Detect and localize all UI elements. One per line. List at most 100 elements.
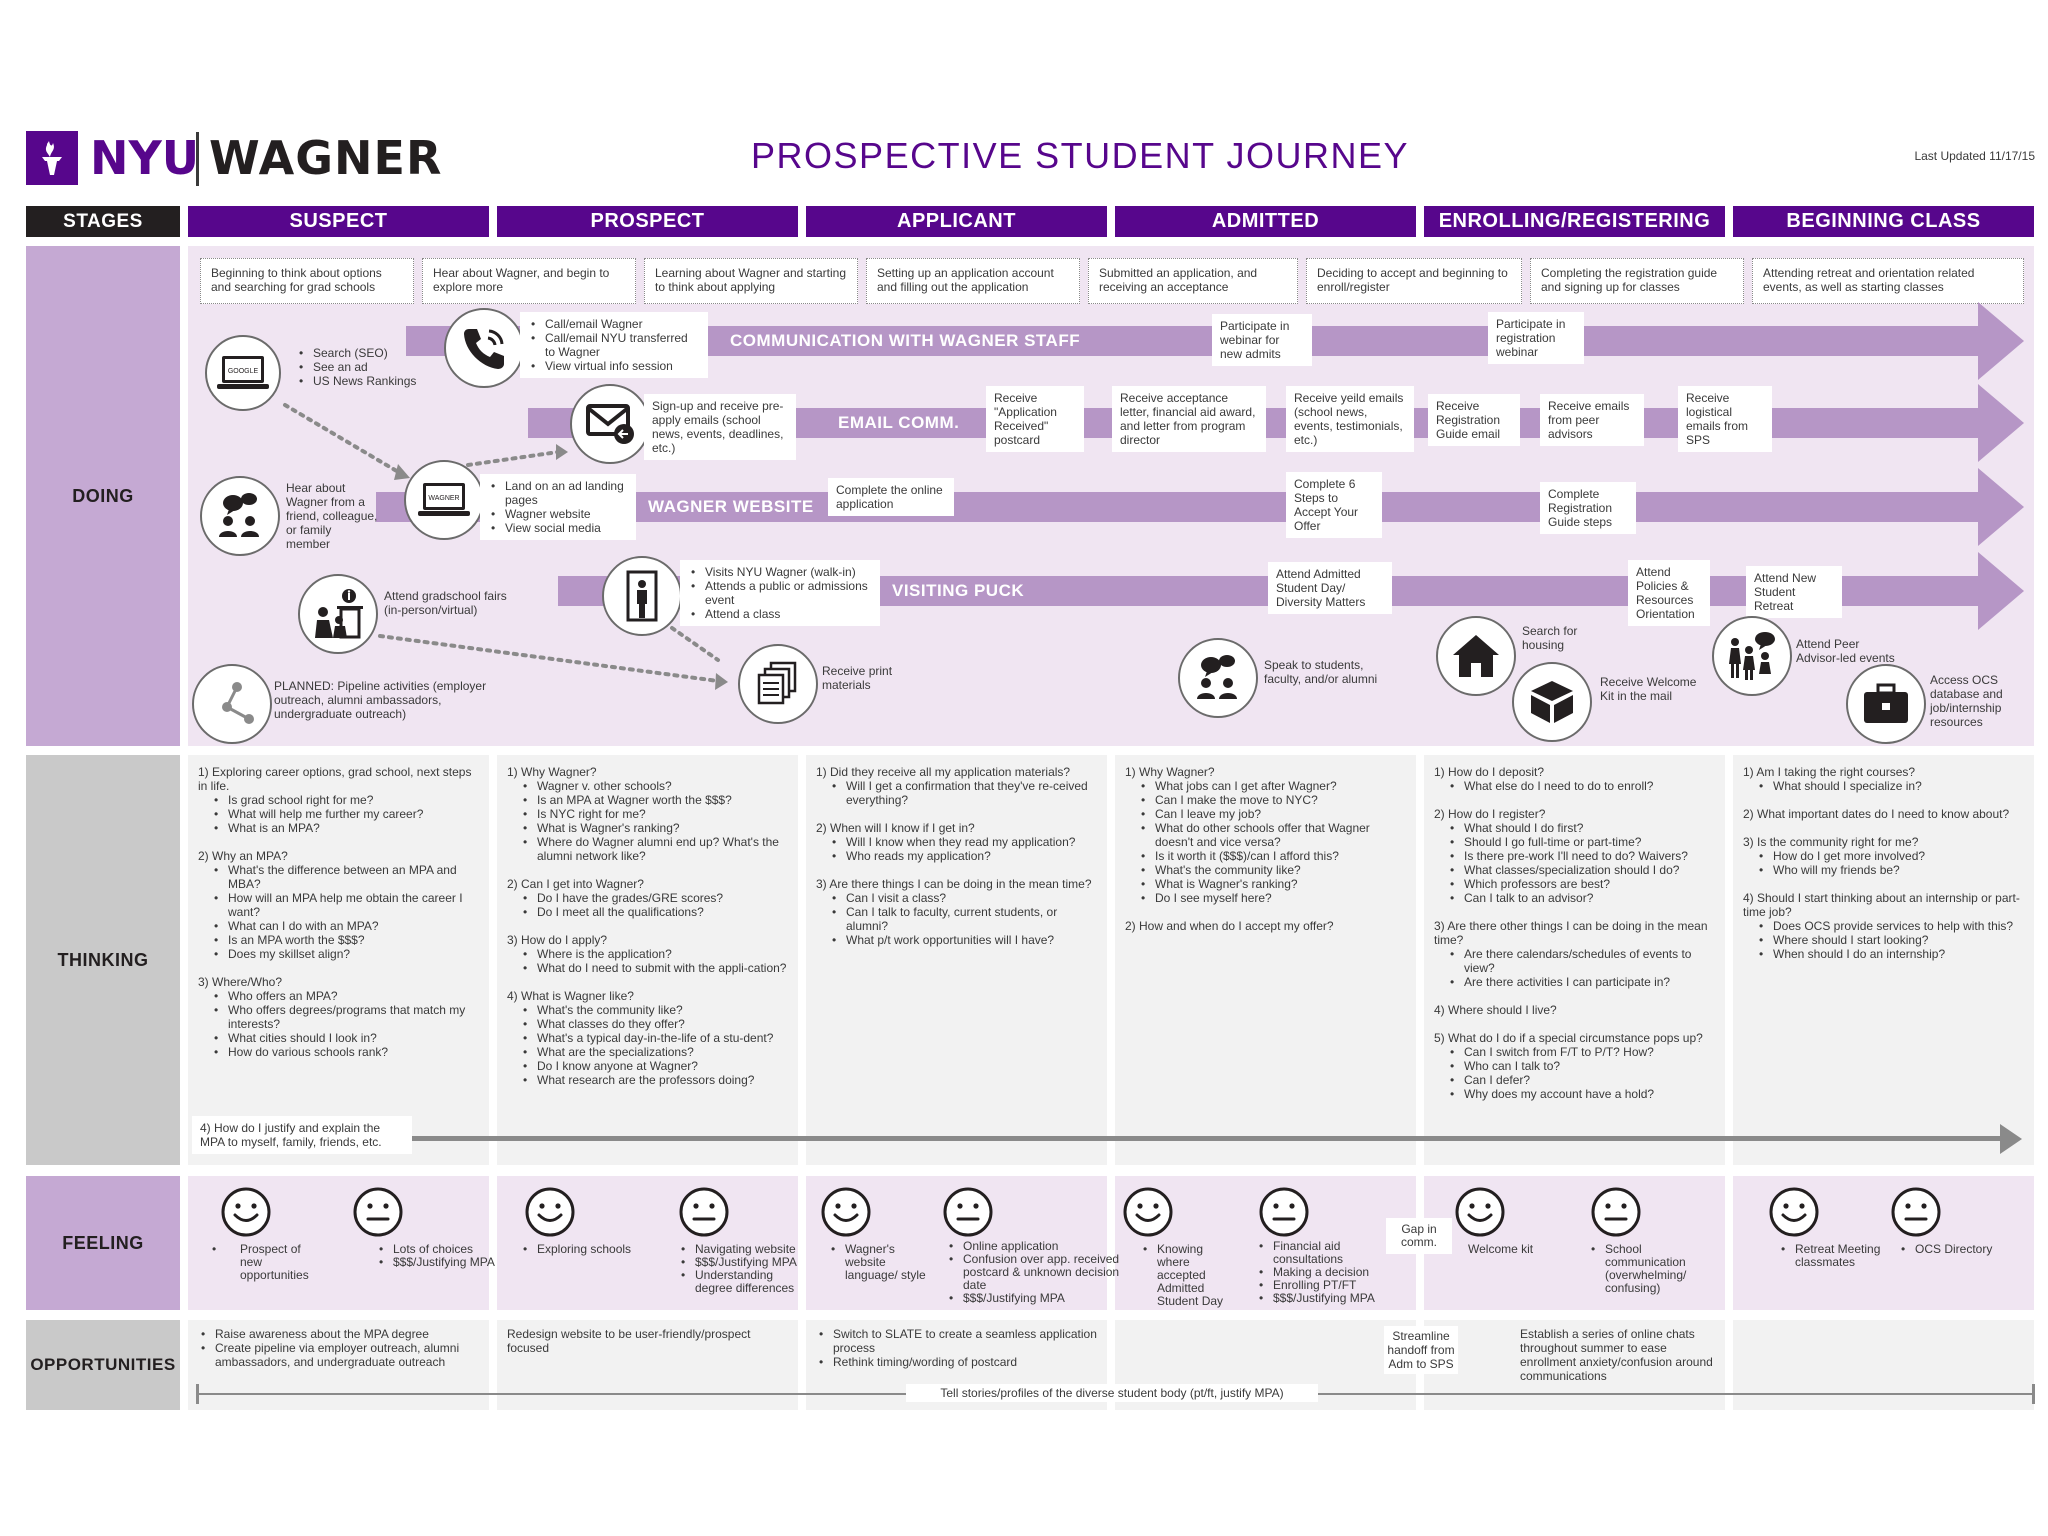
thinking-item: Is it worth it ($$$)/can I afford this? <box>1141 849 1406 863</box>
thinking-item: Who can I talk to? <box>1450 1059 1715 1073</box>
thinking-list: What else do I need to do to enroll? <box>1434 779 1715 793</box>
happy-face-icon <box>1123 1187 1173 1237</box>
thinking-item: What cities should I look in? <box>214 1031 479 1045</box>
row-label-doing: DOING <box>26 246 180 746</box>
row-label-opportunities: OPPORTUNITIES <box>26 1320 180 1410</box>
thinking-question: 2) Can I get into Wagner? <box>507 877 644 891</box>
lane-label-email: EMAIL COMM. <box>838 413 960 432</box>
thinking-question: 1) How do I deposit? <box>1434 765 1545 779</box>
thinking-item: What are the specializations? <box>523 1045 788 1059</box>
policies-card: Attend Policies & Resources Orientation <box>1628 560 1710 626</box>
people-talking-icon <box>200 476 280 556</box>
thinking-question: 3) Are there other things I can be doing… <box>1434 919 1708 947</box>
thinking-item: Who will my friends be? <box>1759 863 2024 877</box>
email-icon <box>570 384 650 464</box>
yield-card: Receive yeild emails (school news, event… <box>1286 386 1414 452</box>
lane-website <box>376 492 1984 522</box>
thinking-list: Are there calendars/schedules of events … <box>1434 947 1715 989</box>
thinking-item: Do I meet all the qualifications? <box>523 905 788 919</box>
thinking-question: 4) What is Wagner like? <box>507 989 634 1003</box>
thinking-item: Who offers an MPA? <box>214 989 479 1003</box>
thinking-item: Is NYC right for me? <box>523 807 788 821</box>
lane-label-visiting: VISITING PUCK <box>892 581 1025 600</box>
neutral-face-icon <box>1591 1187 1641 1237</box>
thinking-beginning: 1) Am I taking the right courses?What sh… <box>1733 755 2034 1165</box>
thinking-item: Where is the application? <box>523 947 788 961</box>
thinking-question: 1) Exploring career options, grad school… <box>198 765 472 793</box>
happy-face-icon <box>221 1187 271 1237</box>
thinking-suspect: 1) Exploring career options, grad school… <box>188 755 489 1165</box>
feeling-list: Online applicationConfusion over app. re… <box>946 1240 1121 1306</box>
svg-text:GOOGLE: GOOGLE <box>228 368 259 375</box>
stage-description: Learning about Wagner and starting to th… <box>644 258 858 304</box>
thinking-item: What will help me further my career? <box>214 807 479 821</box>
logo-wagner-text: WAGNER <box>209 131 443 185</box>
speak-students-text: Speak to students, faculty, and/or alumn… <box>1264 658 1378 686</box>
opportunity-suspect: Raise awareness about the MPA degreeCrea… <box>188 1320 489 1410</box>
access-ocs-text: Access OCS database and job/internship r… <box>1930 673 2003 729</box>
neutral-face-icon <box>943 1187 993 1237</box>
thinking-enrolling: 1) How do I deposit?What else do I need … <box>1424 755 1725 1165</box>
phone-icon <box>444 308 524 388</box>
door-person-icon <box>602 556 682 636</box>
peer-advisor-text: Attend Peer Advisor-led events <box>1796 637 1895 665</box>
info-booth-icon <box>298 574 378 654</box>
retreat-card: Attend New Student Retreat <box>1746 566 1842 618</box>
thinking-item: Are there calendars/schedules of events … <box>1450 947 1715 975</box>
thinking-question: 2) When will I know if I get in? <box>816 821 975 835</box>
thinking-item: What's a typical day-in-the-life of a st… <box>523 1031 788 1045</box>
stage-beginning: BEGINNING CLASS <box>1733 206 2034 237</box>
thinking-item: What is an MPA? <box>214 821 479 835</box>
thinking-item: When should I do an internship? <box>1759 947 2024 961</box>
line-end-cap <box>196 1384 199 1404</box>
lane-label-communication: COMMUNICATION WITH WAGNER STAFF <box>730 331 1081 350</box>
admitted-day-card: Attend Admitted Student Day/ Diversity M… <box>1268 562 1392 614</box>
arrow-head-icon <box>2000 1124 2022 1154</box>
feeling-list: Knowing where accepted Admitted Student … <box>1140 1243 1237 1308</box>
thinking-list: What jobs can I get after Wagner?Can I m… <box>1125 779 1406 905</box>
thinking-item: How will an MPA help me obtain the caree… <box>214 891 479 919</box>
logistical-emails-card: Receive logistical emails from SPS <box>1678 386 1772 452</box>
thinking-item: Will I get a confirmation that they've r… <box>832 779 1097 807</box>
call-card: Call/email WagnerCall/email NYU transfer… <box>520 312 708 378</box>
torch-icon <box>42 141 62 175</box>
stage-description: Attending retreat and orientation relate… <box>1752 258 2024 304</box>
signup-email-card: Sign-up and receive pre-apply emails (sc… <box>644 394 796 460</box>
documents-icon <box>738 644 818 724</box>
thinking-prospect: 1) Why Wagner?Wagner v. other schools?Is… <box>497 755 798 1165</box>
thinking-question: 3) Are there things I can be doing in th… <box>816 877 1092 891</box>
thinking-item: Can I visit a class? <box>832 891 1097 905</box>
planned-text: PLANNED: Pipeline activities (employer o… <box>274 679 487 721</box>
happy-face-icon <box>1769 1187 1819 1237</box>
postcard-card: Receive "Application Received" postcard <box>986 386 1084 452</box>
nyu-torch-logo <box>26 131 78 185</box>
thinking-list: Where is the application?What do I need … <box>507 947 788 975</box>
thinking-list: Can I switch from F/T to P/T? How?Who ca… <box>1434 1045 1715 1101</box>
line-end-cap <box>2032 1384 2035 1404</box>
thinking-item: Is grad school right for me? <box>214 793 479 807</box>
thinking-item: What research are the professors doing? <box>523 1073 788 1087</box>
thinking-item: Who offers degrees/programs that match m… <box>214 1003 479 1031</box>
thinking-list: How do I get more involved?Who will my f… <box>1743 849 2024 877</box>
network-icon <box>192 664 272 744</box>
print-materials-text: Receive print materials <box>822 664 893 692</box>
thinking-item: Will I know when they read my applicatio… <box>832 835 1097 849</box>
group-chat-icon <box>1712 616 1792 696</box>
feeling-list: Lots of choices$$$/Justifying MPA <box>376 1243 503 1270</box>
thinking-item: Wagner v. other schools? <box>523 779 788 793</box>
thinking-list: Do I have the grades/GRE scores?Do I mee… <box>507 891 788 919</box>
thinking-question: 2) Why an MPA? <box>198 849 288 863</box>
thinking-question: 2) What important dates do I need to kno… <box>1743 807 2010 821</box>
arrow-head-icon <box>1978 552 2024 630</box>
thinking-list: Is grad school right for me?What will he… <box>198 793 479 835</box>
thinking-question: 1) Did they receive all my application m… <box>816 765 1071 779</box>
thinking-item: What's the difference between an MPA and… <box>214 863 479 891</box>
thinking-applicant: 1) Did they receive all my application m… <box>806 755 1107 1165</box>
thinking-item: How do I get more involved? <box>1759 849 2024 863</box>
arrow-head-icon <box>1978 468 2024 546</box>
thinking-item: What is Wagner's ranking? <box>1141 877 1406 891</box>
thinking-list: What should I do first?Should I go full-… <box>1434 821 1715 905</box>
svg-text:WAGNER: WAGNER <box>428 495 459 502</box>
thinking-item: Can I leave my job? <box>1141 807 1406 821</box>
thinking-list: What's the community like?What classes d… <box>507 1003 788 1087</box>
